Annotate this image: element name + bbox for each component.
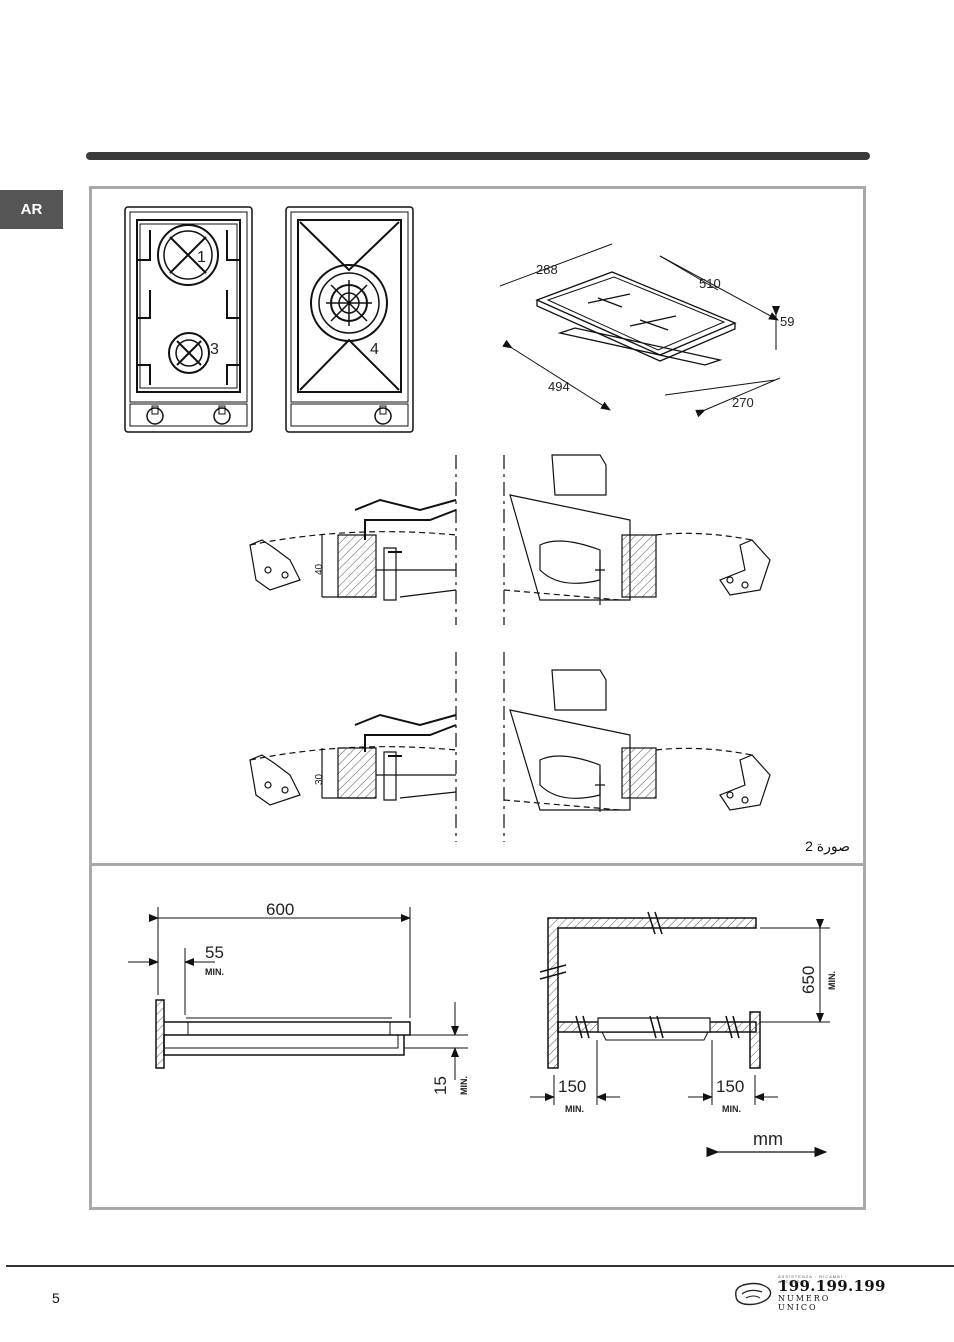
figure-frame <box>89 186 866 1210</box>
burner-label-4: 4 <box>370 341 379 358</box>
dim-15-min: MIN. <box>459 1076 469 1095</box>
clamp-fixing-drawing-top <box>249 454 771 625</box>
dim-cut-depth: 270 <box>732 395 754 410</box>
hob-single-burner-drawing <box>285 206 414 433</box>
dim-150-left-min: MIN. <box>565 1104 584 1114</box>
language-tab[interactable]: AR <box>0 190 63 229</box>
dim-width-top: 288 <box>536 262 558 277</box>
burner-label-3: 3 <box>210 341 219 358</box>
burner-label-1: 1 <box>197 249 206 266</box>
logo-number: 199.199.199 <box>778 1277 886 1295</box>
figure-caption: صورة 2 <box>805 838 850 854</box>
dim-650-min: MIN. <box>827 971 837 990</box>
phone-icon <box>735 1282 772 1306</box>
dim-150-right: 150 <box>716 1077 744 1096</box>
service-logo: ASSISTENZA · RICAMBI · ACCESSORI 199.199… <box>730 1274 885 1312</box>
dim-650: 650 <box>799 966 818 994</box>
dim-cut-width: 494 <box>548 379 570 394</box>
isometric-dimension-lines <box>499 243 781 418</box>
hob-isometric-drawing <box>535 271 737 366</box>
dim-55-min: MIN. <box>205 967 224 977</box>
page-number: 5 <box>52 1290 60 1306</box>
footer-rule <box>6 1265 954 1267</box>
clamp-fixing-drawing-bottom <box>249 652 771 842</box>
dim-150-right-min: MIN. <box>722 1104 741 1114</box>
logo-tagline: ASSISTENZA · RICAMBI · ACCESSORI <box>778 1274 848 1284</box>
dim-55: 55 <box>205 943 224 962</box>
unit-label: mm <box>753 1129 783 1149</box>
figure-divider <box>92 863 865 866</box>
logo-subtitle: NUMERO UNICO <box>778 1294 831 1312</box>
hob-two-burner-drawing <box>124 206 253 433</box>
header-rule <box>86 152 870 160</box>
clamp-height-40: 40 <box>314 563 325 575</box>
dim-depth-top: 510 <box>699 276 721 291</box>
cabinet-clearance-drawing <box>530 911 830 1158</box>
dim-600: 600 <box>266 900 294 919</box>
side-clearance-drawing <box>128 907 468 1080</box>
dim-15: 15 <box>431 1076 450 1095</box>
clamp-height-30: 30 <box>314 773 325 785</box>
dim-150-left: 150 <box>558 1077 586 1096</box>
dim-height: 59 <box>780 314 794 329</box>
